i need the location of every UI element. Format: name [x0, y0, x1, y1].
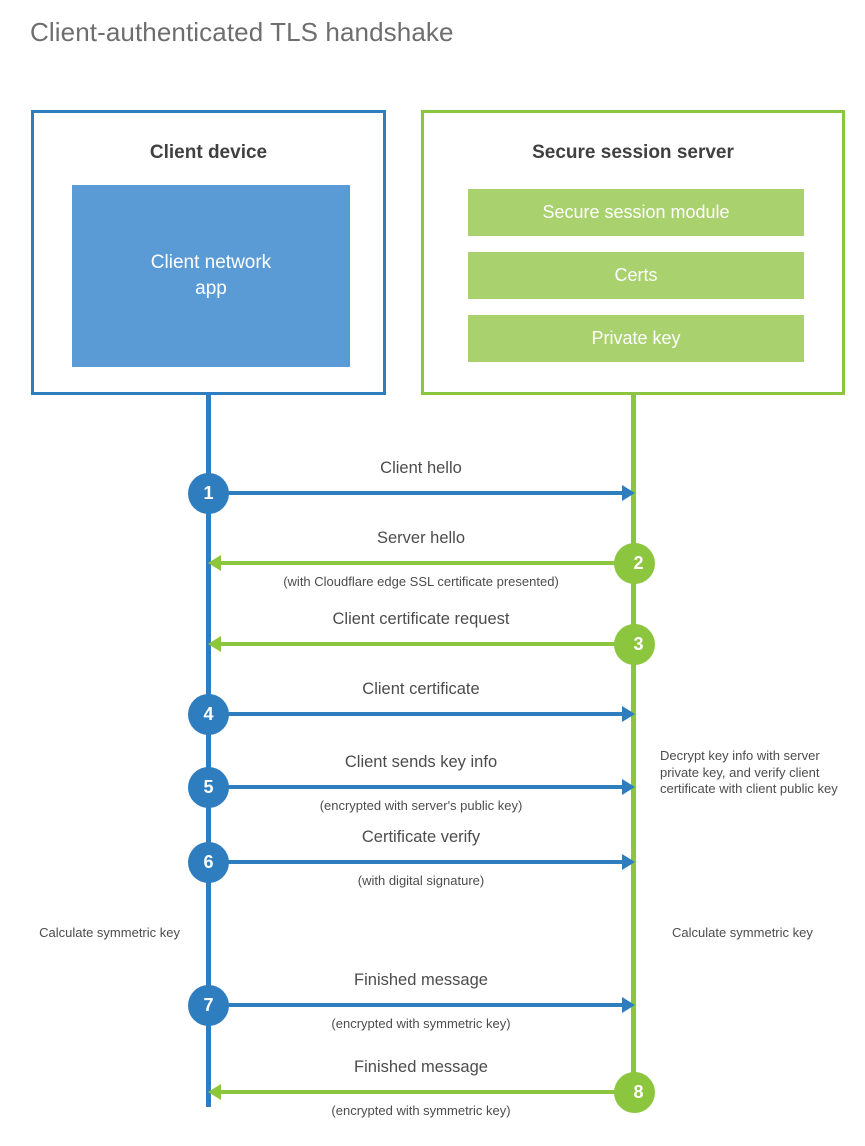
- step-8-number: 8: [633, 1082, 644, 1102]
- step-5-label: Client sends key info: [344, 753, 498, 771]
- step-1-arrow-head-icon: [622, 485, 635, 501]
- step-5-number: 5: [203, 777, 214, 797]
- step-5-sublabel: (encrypted with server's public key): [319, 798, 523, 813]
- step-7-label: Finished message: [354, 971, 488, 989]
- step-1-number: 1: [203, 483, 214, 503]
- server-component-secure-session-module: Secure session module: [468, 189, 804, 236]
- step-3-arrow-shaft: [220, 642, 634, 646]
- step-5-arrow-head-icon: [622, 779, 635, 795]
- note-calculate-symmetric-key-server: Calculate symmetric key: [672, 925, 813, 940]
- step-2-arrow-head-icon: [208, 555, 221, 571]
- step-6-label: Certificate verify: [361, 828, 481, 846]
- step-2-arrow-shaft: [220, 561, 634, 565]
- step-8-arrow-head-icon: [208, 1084, 221, 1100]
- step-3-label: Client certificate request: [332, 610, 510, 628]
- note-decrypt-key-info: Decrypt key info with server private key…: [660, 748, 838, 797]
- page-title: Client-authenticated TLS handshake: [30, 17, 454, 47]
- step-4-number: 4: [203, 704, 214, 724]
- step-7-arrow-head-icon: [622, 997, 635, 1013]
- step-4-arrow-shaft: [209, 712, 623, 716]
- step-7-sublabel: (encrypted with symmetric key): [331, 1016, 511, 1031]
- step-4-number-badge: 4: [188, 694, 229, 735]
- secure-session-server-box: Secure session server Secure session mod…: [421, 110, 845, 395]
- step-5-number-badge: 5: [188, 767, 229, 808]
- step-7-arrow-shaft: [209, 1003, 623, 1007]
- step-8-number-badge: 8: [614, 1072, 655, 1113]
- step-8-label: Finished message: [354, 1058, 488, 1076]
- step-7-number-badge: 7: [188, 985, 229, 1026]
- step-8-arrow-shaft: [220, 1090, 634, 1094]
- client-device-title: Client device: [149, 142, 268, 163]
- client-network-app-block: Client network app: [72, 185, 350, 367]
- note-calculate-symmetric-key-client: Calculate symmetric key: [39, 925, 180, 940]
- step-4-arrow-head-icon: [622, 706, 635, 722]
- client-app-label-line1: Client network: [150, 252, 272, 274]
- step-2-sublabel: (with Cloudflare edge SSL certificate pr…: [283, 574, 559, 589]
- client-device-box: Client device Client network app: [31, 110, 386, 395]
- step-6-sublabel: (with digital signature): [357, 873, 485, 888]
- server-component-private-key: Private key: [468, 315, 804, 362]
- step-1-label: Client hello: [380, 459, 462, 477]
- server-lifeline: [631, 393, 636, 1093]
- step-3-number: 3: [633, 634, 644, 654]
- step-7-number: 7: [203, 995, 214, 1015]
- client-lifeline: [206, 393, 211, 1107]
- step-1-number-badge: 1: [188, 473, 229, 514]
- step-3-arrow-head-icon: [208, 636, 221, 652]
- server-component-certs: Certs: [468, 252, 804, 299]
- step-4-label: Client certificate: [362, 680, 480, 698]
- step-2-number: 2: [633, 553, 644, 573]
- step-1-arrow-shaft: [209, 491, 623, 495]
- step-2-label: Server hello: [376, 529, 466, 547]
- step-3-number-badge: 3: [614, 624, 655, 665]
- step-6-number: 6: [203, 852, 214, 872]
- client-app-label-line2: app: [195, 278, 227, 299]
- step-6-number-badge: 6: [188, 842, 229, 883]
- step-5-arrow-shaft: [209, 785, 623, 789]
- secure-session-server-title: Secure session server: [532, 142, 734, 163]
- step-2-number-badge: 2: [614, 543, 655, 584]
- client-network-app-label: Client network app: [151, 250, 271, 301]
- step-6-arrow-shaft: [209, 860, 623, 864]
- step-6-arrow-head-icon: [622, 854, 635, 870]
- step-8-sublabel: (encrypted with symmetric key): [331, 1103, 511, 1118]
